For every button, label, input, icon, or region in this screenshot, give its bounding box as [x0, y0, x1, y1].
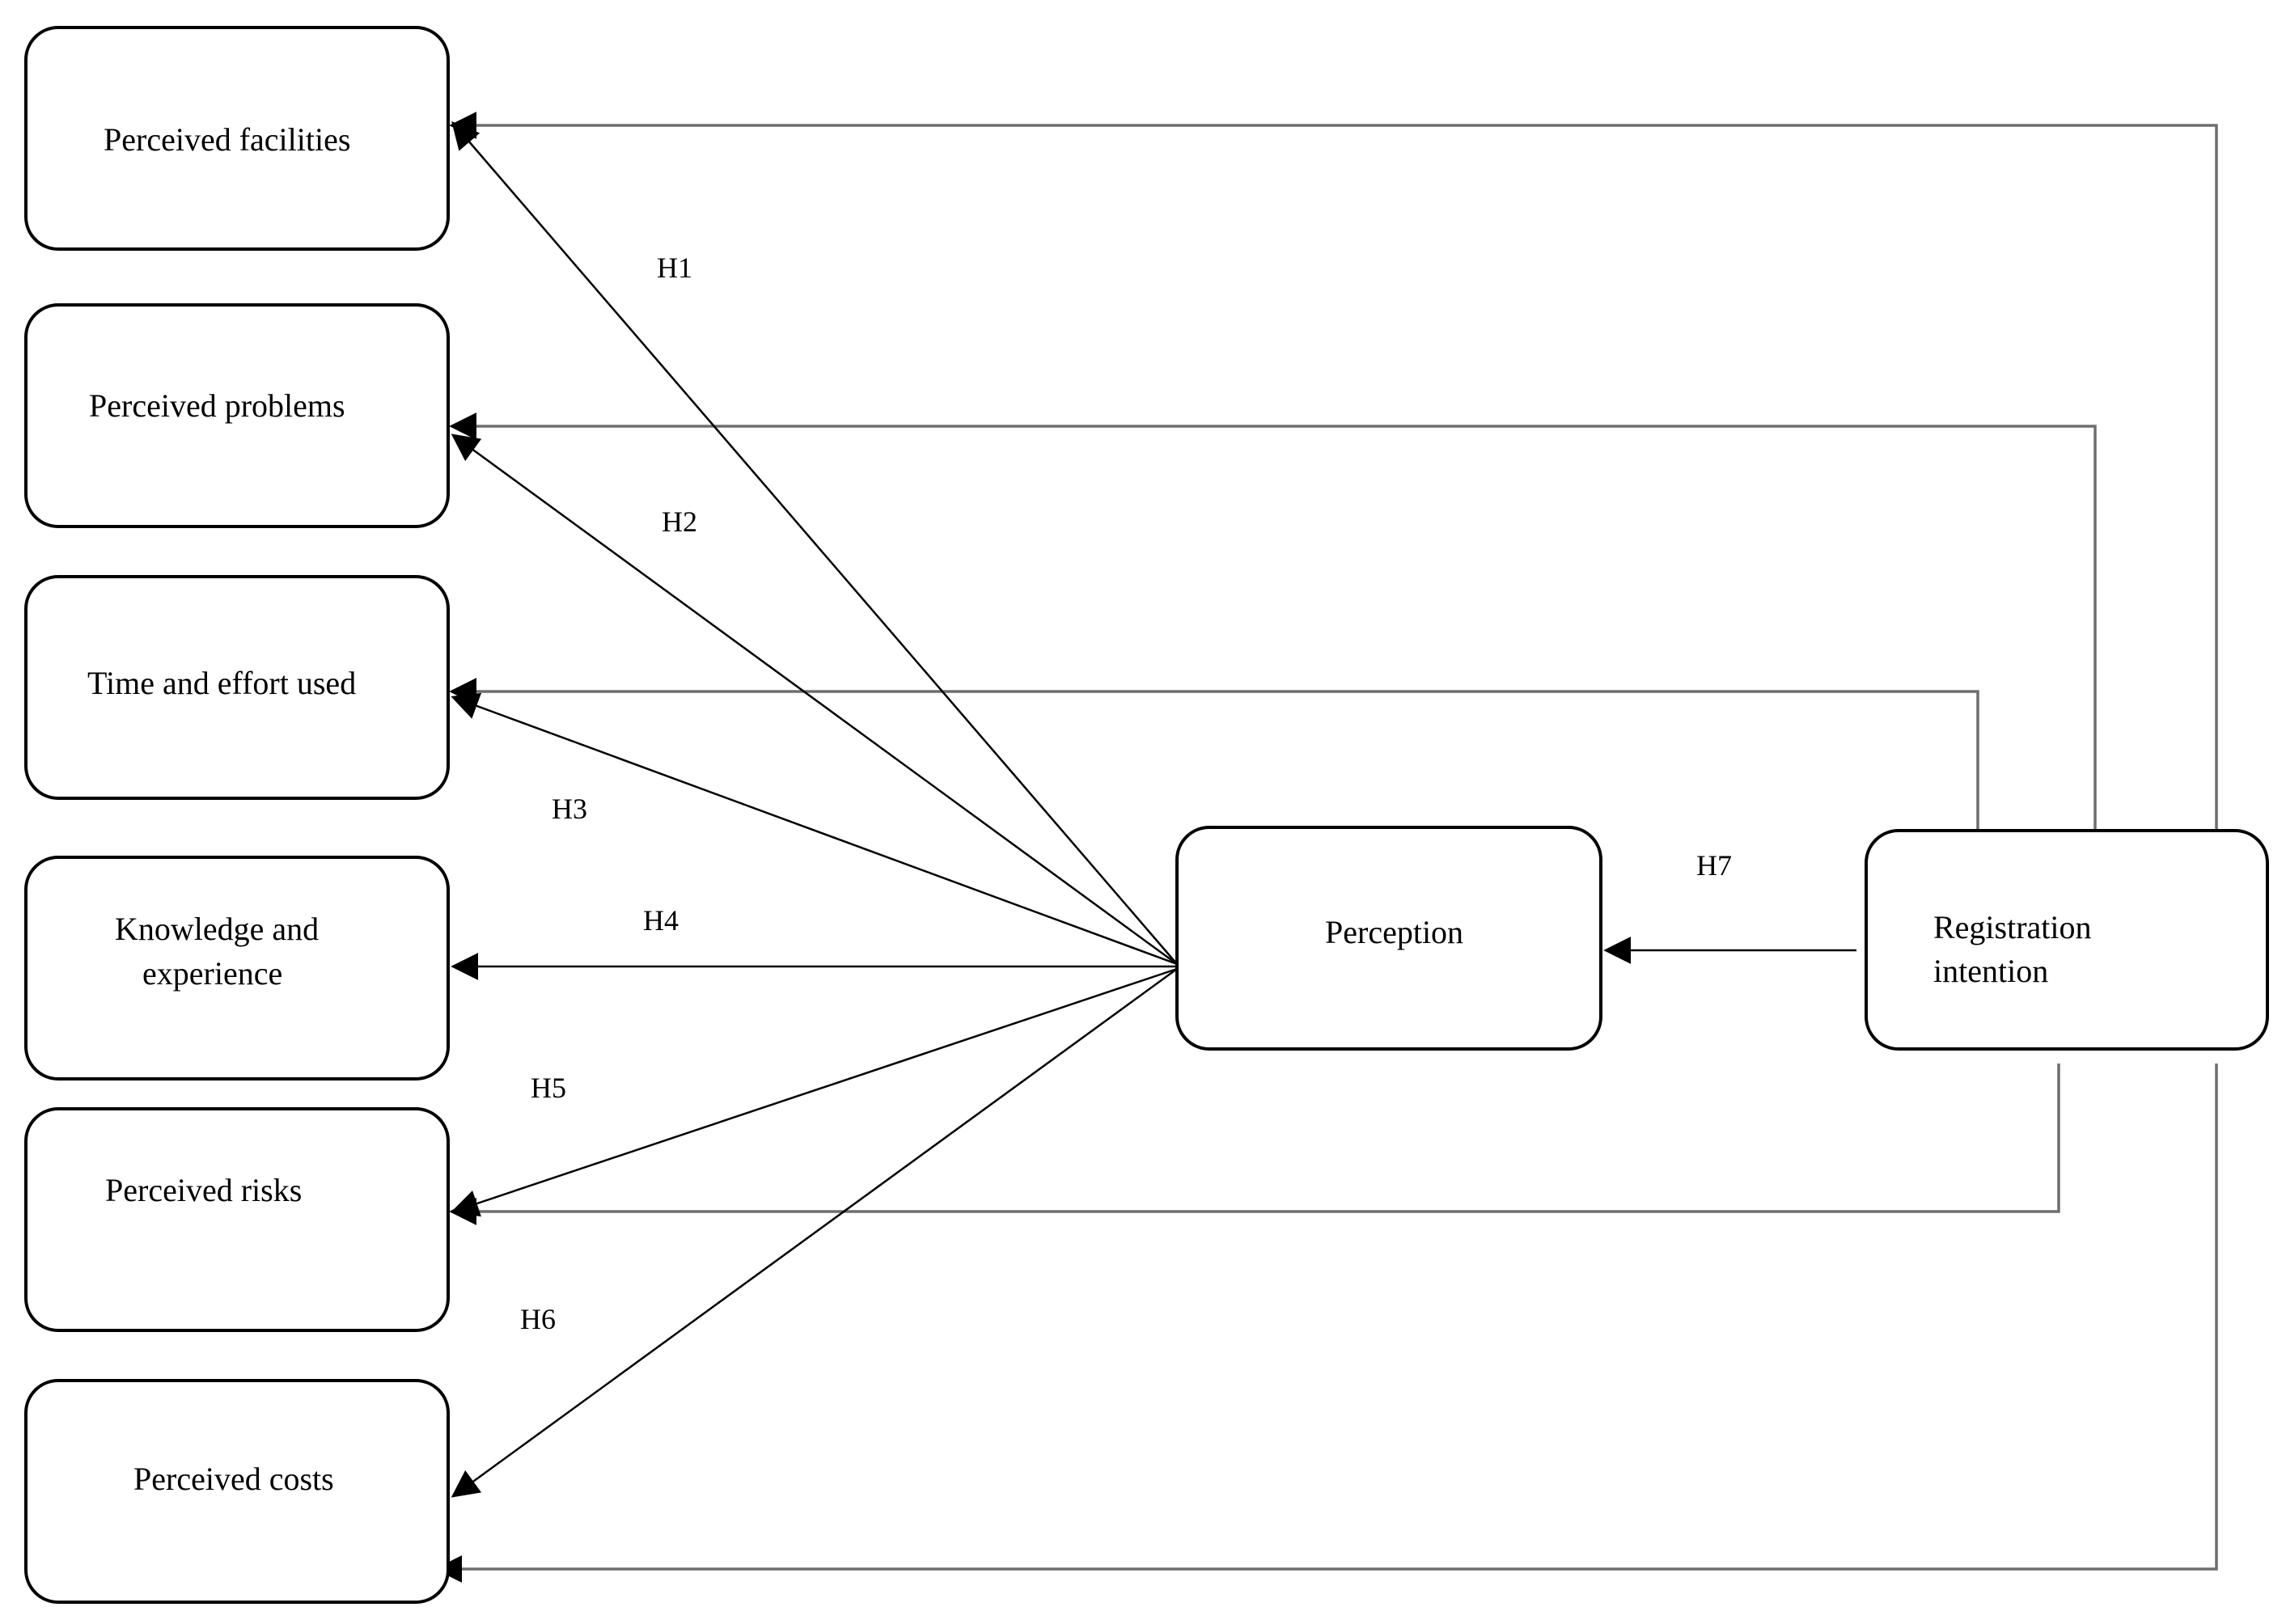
box-perceived-risks-label: Perceived risks [105, 1172, 302, 1208]
connector-registration-to-problems [449, 412, 2097, 831]
box-perceived-risks: Perceived risks [24, 1107, 450, 1332]
box-perception: Perception [1175, 826, 1602, 1051]
box-time-and-effort-label: Time and effort used [87, 665, 356, 701]
arrow-h1 [451, 121, 1178, 965]
box-perceived-facilities: Perceived facilities [24, 26, 450, 251]
label-h1: H1 [657, 252, 692, 284]
label-h6: H6 [520, 1303, 556, 1335]
arrow-h2 [451, 433, 1178, 966]
box-perceived-facilities-label: Perceived facilities [104, 121, 350, 158]
box-knowledge-label-line2: experience [142, 955, 282, 992]
label-h3: H3 [552, 793, 587, 825]
box-knowledge-label-line1: Knowledge and [115, 911, 319, 947]
hypothesis-labels: H1 H2 H3 H4 H5 H6 H7 [520, 252, 1732, 1335]
box-registration-label-line2: intention [1933, 953, 2048, 989]
label-h4: H4 [643, 904, 679, 937]
box-perceived-costs: Perceived costs [24, 1379, 450, 1604]
connector-registration-to-time-effort [449, 678, 1979, 831]
arrow-h3 [451, 692, 1178, 966]
registration-to-factors-connectors [434, 112, 2218, 1583]
box-perception-label: Perception [1325, 914, 1463, 950]
box-time-and-effort: Time and effort used [24, 575, 450, 800]
box-registration-intention: Registration intention [1865, 829, 2269, 1051]
box-perceived-costs-label: Perceived costs [133, 1461, 334, 1497]
label-h2: H2 [662, 505, 697, 538]
box-perceived-problems-label: Perceived problems [89, 387, 345, 424]
hypothesis-arrows [451, 121, 1856, 1498]
box-perceived-problems: Perceived problems [24, 303, 450, 528]
connector-registration-to-risks [449, 1064, 2060, 1225]
label-h7: H7 [1696, 849, 1732, 882]
label-h5: H5 [531, 1072, 566, 1104]
connector-registration-to-costs [434, 1064, 2218, 1583]
box-knowledge-and-experience: Knowledge and experience [24, 856, 450, 1081]
box-registration-label-line1: Registration [1933, 909, 2092, 945]
arrow-h6 [451, 967, 1178, 1498]
connector-registration-to-facilities [449, 112, 2218, 831]
arrow-h5 [451, 967, 1178, 1217]
